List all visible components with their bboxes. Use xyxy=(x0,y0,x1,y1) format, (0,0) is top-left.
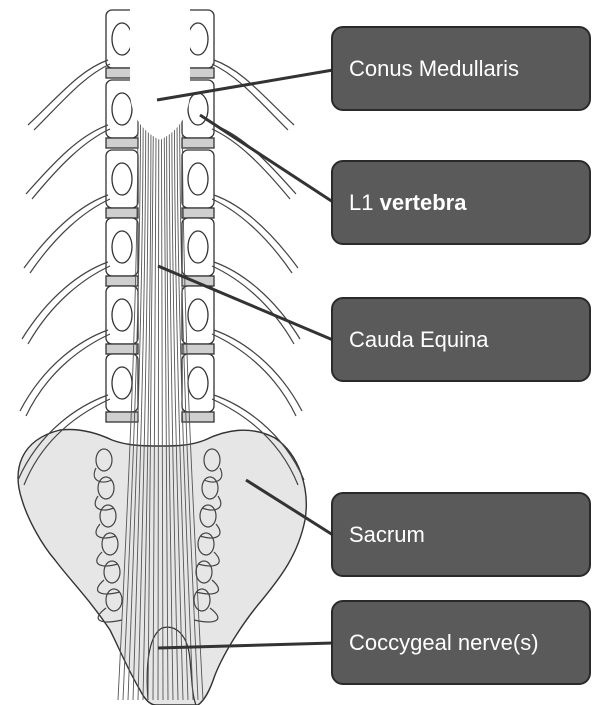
vertebra-foramen xyxy=(188,367,208,399)
intervertebral-disc xyxy=(182,412,214,422)
l1-vertebra-bold-text: vertebra xyxy=(380,190,467,216)
vertebra-foramen xyxy=(112,299,132,331)
right-spinal-nerve xyxy=(212,129,290,199)
left-spinal-nerve xyxy=(30,199,110,273)
l1-prefix-text: L1 xyxy=(349,190,373,216)
intervertebral-disc xyxy=(182,138,214,148)
cauda-equina-label: Cauda Equina xyxy=(331,297,591,382)
vertebra-foramen xyxy=(112,367,132,399)
left-spinal-nerve xyxy=(24,195,108,268)
right-spinal-nerve xyxy=(214,60,294,125)
cauda-equina-text: Cauda Equina xyxy=(349,327,488,353)
spinal-cord xyxy=(130,0,190,140)
vertebra-foramen xyxy=(112,163,132,195)
intervertebral-disc xyxy=(182,208,214,218)
right-spinal-nerve xyxy=(214,195,298,268)
left-spinal-nerve xyxy=(28,60,108,125)
l1-vertebra-label: L1 vertebra xyxy=(331,160,591,245)
vertebra-foramen xyxy=(112,23,132,55)
coccygeal-nerves-label: Coccygeal nerve(s) xyxy=(331,600,591,685)
left-spinal-nerve xyxy=(26,334,110,416)
right-spinal-nerve xyxy=(212,64,288,130)
sacrum-label: Sacrum xyxy=(331,492,591,577)
intervertebral-disc xyxy=(106,138,138,148)
conus-medullaris-label: Conus Medullaris xyxy=(331,26,591,111)
conus-medullaris-text: Conus Medullaris xyxy=(349,56,519,82)
vertebra-foramen xyxy=(188,23,208,55)
left-spinal-nerve xyxy=(34,64,110,130)
vertebra-foramen xyxy=(188,93,208,125)
intervertebral-disc xyxy=(106,276,138,286)
left-spinal-nerve xyxy=(32,129,110,199)
vertebra-foramen xyxy=(188,299,208,331)
l1-pointer-line xyxy=(200,115,333,202)
vertebra-foramen xyxy=(112,231,132,263)
vertebra-foramen xyxy=(188,163,208,195)
right-spinal-nerve xyxy=(212,334,296,416)
coccygeal-nerves-text: Coccygeal nerve(s) xyxy=(349,630,539,656)
left-spinal-nerve xyxy=(28,266,110,344)
vertebra-foramen xyxy=(112,93,132,125)
sacrum-text: Sacrum xyxy=(349,522,425,548)
vertebra-foramen xyxy=(188,231,208,263)
right-spinal-nerve xyxy=(212,199,292,273)
intervertebral-disc xyxy=(106,412,138,422)
intervertebral-disc xyxy=(106,208,138,218)
